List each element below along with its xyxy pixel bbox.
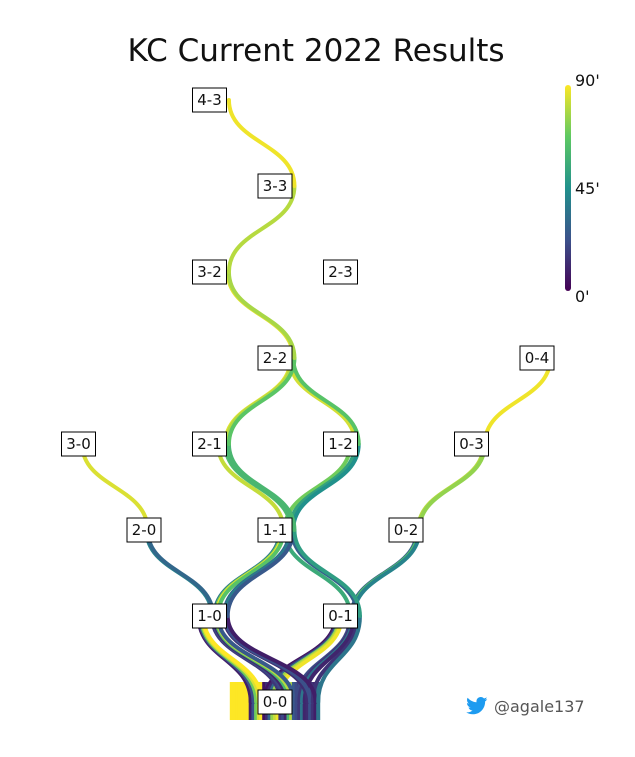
score-node: 2-0 <box>126 517 162 543</box>
goal-path <box>287 356 358 446</box>
score-node: 1-1 <box>257 517 293 543</box>
score-node-box <box>192 603 227 629</box>
score-node-box <box>61 431 96 457</box>
colorbar-label-mid: 45' <box>575 179 600 198</box>
score-node: 2-2 <box>257 345 293 371</box>
score-node: 1-0 <box>192 603 227 629</box>
score-node-box <box>257 345 293 371</box>
score-node-box <box>519 345 555 371</box>
goal-path <box>216 528 286 618</box>
score-node: 3-2 <box>192 259 227 285</box>
score-node-box <box>126 517 162 543</box>
goal-path <box>201 614 264 704</box>
colorbar-label-top: 90' <box>575 71 600 90</box>
score-node-label: 1-0 <box>197 607 222 625</box>
goal-path <box>226 98 297 188</box>
score-node-box <box>257 517 293 543</box>
goal-path <box>226 442 297 532</box>
score-node-label: 2-1 <box>197 435 222 453</box>
goal-path <box>226 184 297 274</box>
score-node-box <box>323 431 358 457</box>
score-node-label: 1-1 <box>263 521 288 539</box>
goal-path <box>291 442 361 532</box>
score-node: 3-0 <box>61 431 96 457</box>
goal-path <box>80 442 150 532</box>
goal-path <box>225 614 318 704</box>
score-node: 0-2 <box>388 517 424 543</box>
goal-path <box>216 442 286 532</box>
score-node-label: 2-2 <box>263 349 288 367</box>
score-node-label: 3-0 <box>66 435 91 453</box>
goal-path <box>351 528 422 618</box>
score-node-box <box>192 431 227 457</box>
score-node-label: 3-3 <box>263 177 288 195</box>
score-node: 3-3 <box>257 173 293 199</box>
score-node: 2-1 <box>192 431 227 457</box>
score-node-box <box>388 517 424 543</box>
score-node-box <box>454 431 489 457</box>
score-node-box <box>192 259 227 285</box>
colorbar-label-bottom: 0' <box>575 287 590 306</box>
score-node-box <box>192 87 227 113</box>
score-node-label: 0-4 <box>525 349 550 367</box>
score-node-box <box>257 689 293 715</box>
score-node-box <box>323 259 358 285</box>
match-paths <box>80 98 553 720</box>
score-node: 2-3 <box>323 259 358 285</box>
goal-path <box>292 528 362 618</box>
score-node-box <box>257 173 293 199</box>
twitter-bird-icon <box>466 697 488 715</box>
goal-path <box>226 356 297 446</box>
score-node-label: 0-0 <box>263 693 288 711</box>
score-node: 0-4 <box>519 345 555 371</box>
score-nodes: 0-0 1-0 0-1 2-0 1-1 0-2 3-0 2-1 1-2 0-3 2-2 0-4 3-2 2… <box>61 87 555 715</box>
score-node: 4-3 <box>192 87 227 113</box>
score-node-label: 2-0 <box>132 521 157 539</box>
credit-handle: @agale137 <box>494 696 585 716</box>
score-node-label: 3-2 <box>197 263 222 281</box>
score-node-label: 4-3 <box>197 91 222 109</box>
goal-path <box>216 614 296 704</box>
goal-path <box>226 270 297 360</box>
score-node: 0-3 <box>454 431 489 457</box>
score-node-label: 0-2 <box>394 521 419 539</box>
goal-path <box>145 528 216 618</box>
score-node-label: 2-3 <box>328 263 353 281</box>
chart-title: KC Current 2022 Results <box>127 33 504 69</box>
score-node-label: 1-2 <box>328 435 353 453</box>
goal-path <box>316 614 362 704</box>
goal-path <box>291 356 361 446</box>
goal-path <box>287 442 358 532</box>
colorbar: 90' 45' 0' <box>565 71 600 306</box>
score-node: 0-1 <box>323 603 358 629</box>
score-node-box <box>323 603 358 629</box>
score-node: 1-2 <box>323 431 358 457</box>
score-node: 0-0 <box>257 689 293 715</box>
colorbar-gradient <box>565 85 571 291</box>
goal-path <box>482 356 553 446</box>
score-node-label: 0-3 <box>459 435 484 453</box>
goal-path <box>225 528 296 618</box>
goal-path <box>417 442 487 532</box>
score-node-label: 0-1 <box>328 607 353 625</box>
credit: @agale137 <box>466 694 585 718</box>
